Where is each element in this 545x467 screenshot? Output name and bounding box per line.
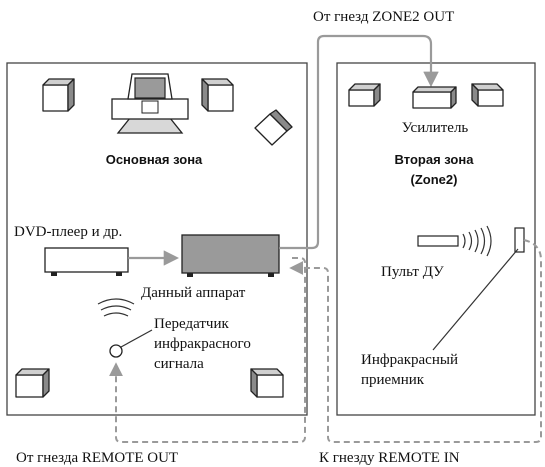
- dvd-player: [44, 247, 129, 276]
- speaker-front-right: [201, 78, 234, 112]
- amplifier: [412, 86, 457, 109]
- ir-receiver-label-line2: приемник: [361, 372, 425, 388]
- ir-transmitter-label-line2: инфракрасного: [154, 336, 251, 352]
- ir-receiver-leader-line: [432, 248, 519, 351]
- zone2-speaker-right: [471, 83, 504, 107]
- ir-receiver: [514, 227, 525, 253]
- second-zone-label: Вторая зона: [395, 152, 475, 167]
- speaker-front-left: [42, 78, 75, 112]
- ir-transmitter: [97, 298, 135, 358]
- remote-control: [417, 225, 492, 257]
- zone2-out-label: От гнезд ZONE2 OUT: [313, 9, 454, 25]
- tv-and-center-speaker: [111, 73, 189, 134]
- receiver-unit: [181, 234, 280, 277]
- speaker-surround-right: [250, 368, 284, 398]
- remote-label: Пульт ДУ: [381, 264, 444, 280]
- remote-out-label: От гнезда REMOTE OUT: [16, 450, 178, 466]
- ir-transmitter-label-line1: Передатчик: [154, 316, 229, 332]
- zone2-label: (Zone2): [411, 172, 458, 187]
- speaker-side-right: [254, 109, 293, 146]
- main-zone-label: Основная зона: [106, 152, 203, 167]
- zone2-speaker-left: [348, 83, 381, 107]
- ir-receiver-label-line1: Инфракрасный: [361, 352, 458, 368]
- zone2-out-cable: [278, 34, 439, 250]
- ir-transmitter-leader-line: [120, 329, 153, 348]
- ir-transmitter-label-line3: сигнала: [154, 356, 204, 372]
- speaker-surround-left: [15, 368, 50, 398]
- this-unit-label: Данный аппарат: [141, 285, 246, 301]
- remote-in-label: К гнезду REMOTE IN: [319, 450, 460, 466]
- remote-out-cable: [109, 257, 306, 443]
- amplifier-label: Усилитель: [402, 120, 469, 136]
- dvd-label: DVD-плеер и др.: [14, 224, 122, 240]
- remote-in-cable: [289, 239, 542, 443]
